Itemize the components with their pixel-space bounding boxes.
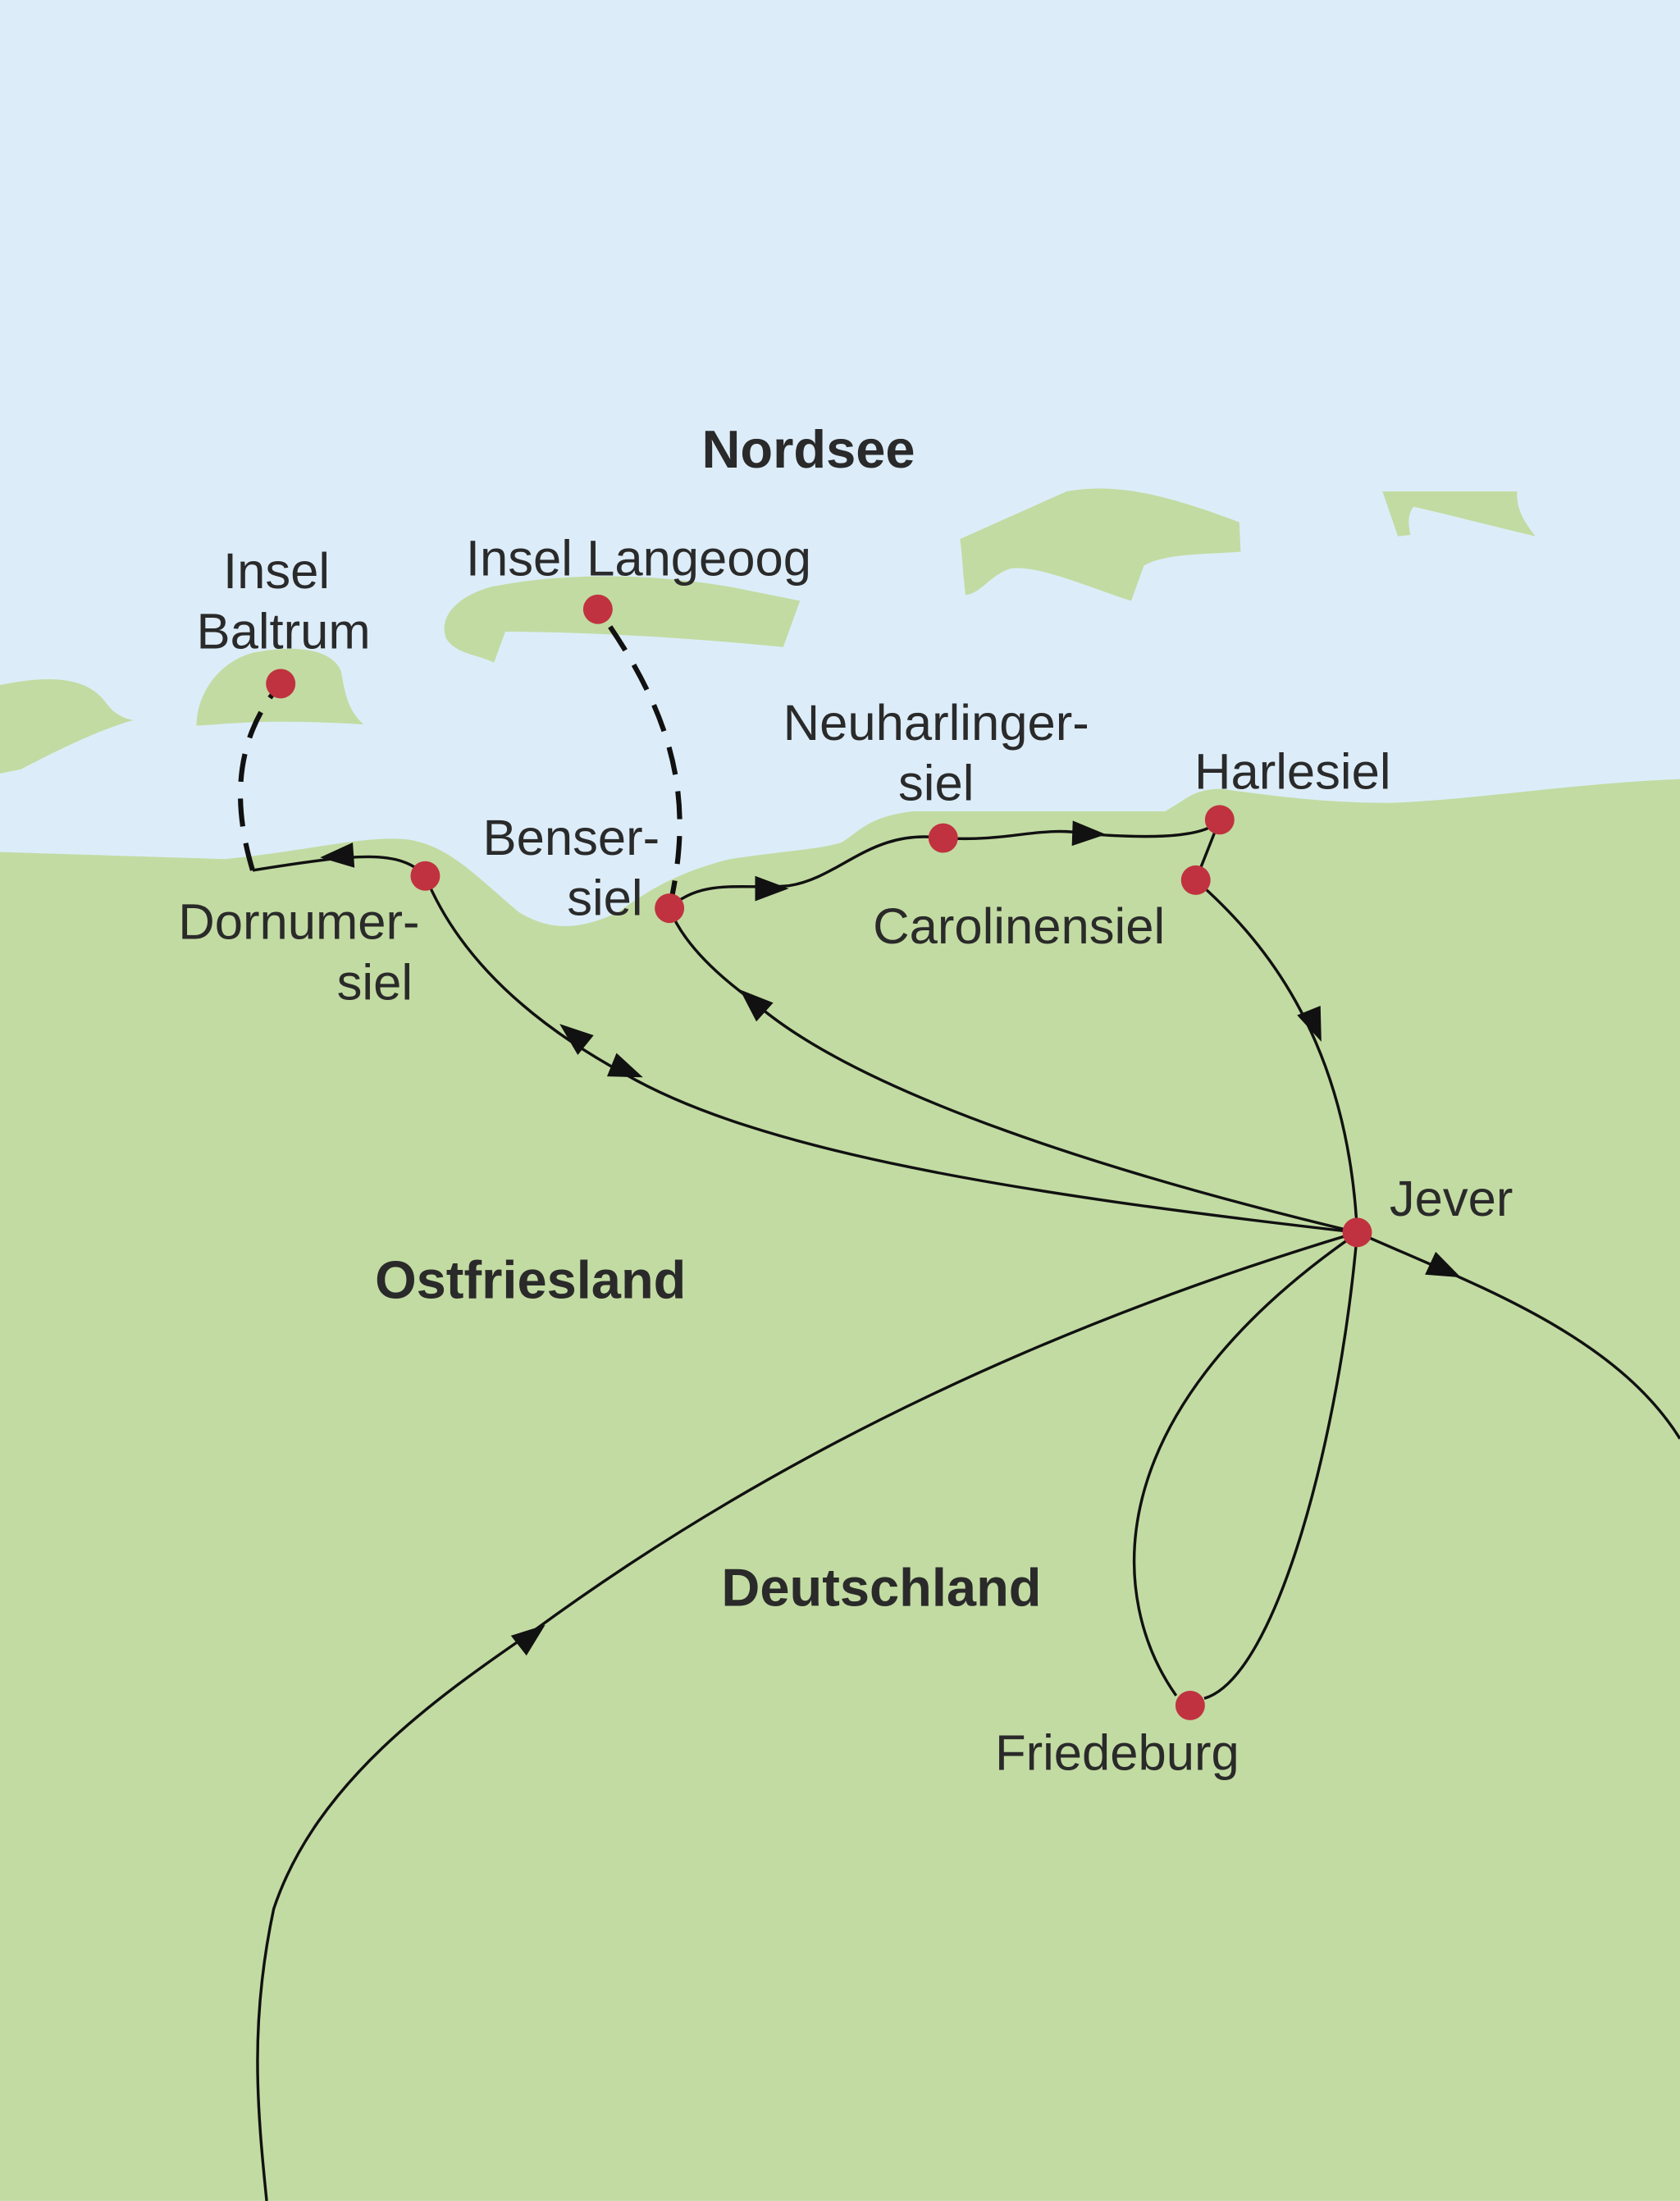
label-bensersiel-2: siel: [567, 870, 642, 927]
arrow-icon: [510, 1624, 546, 1656]
label-carolinensiel: Carolinensiel: [873, 898, 1165, 955]
route-friedeburg-jever: [1132, 1236, 1351, 1696]
route-carolinensiel-jever: [1194, 879, 1359, 1233]
label-baltrum-1: Insel: [223, 543, 330, 600]
arrow-icon: [739, 989, 774, 1022]
label-neuharlingersiel-1: Neuharlinger-: [783, 695, 1089, 751]
stop-friedeburg[interactable]: [1175, 1690, 1205, 1720]
stop-carolinensiel[interactable]: [1180, 865, 1211, 895]
label-jever: Jever: [1390, 1171, 1513, 1227]
route-jever-bensersiel: [668, 907, 1358, 1234]
stop-dornumersiel[interactable]: [410, 861, 441, 891]
label-dornumersiel-2: siel: [337, 954, 413, 1011]
label-harlesiel: Harlesiel: [1194, 744, 1391, 801]
route-jever-dornumersiel: [423, 875, 1358, 1235]
route-south-jever: [256, 1231, 1358, 2201]
island-wangerooge: [1382, 491, 1536, 537]
island-west: [0, 678, 134, 774]
island-spiekeroog: [960, 488, 1241, 601]
label-nordsee: Nordsee: [701, 419, 915, 479]
label-ostfriesland: Ostfriesland: [375, 1250, 686, 1310]
ferry-baltrum: [238, 682, 283, 871]
arrow-icon: [320, 842, 355, 868]
ferry-langeoog: [596, 607, 682, 909]
arrow-icon: [1425, 1251, 1461, 1278]
arrow-icon: [1297, 1006, 1322, 1042]
arrow-icon: [559, 1024, 594, 1055]
label-baltrum-2: Baltrum: [197, 604, 371, 660]
arrow-icon: [755, 875, 789, 902]
route-jever-friedeburg: [1203, 1232, 1359, 1701]
arrow-icon: [1071, 820, 1107, 847]
stop-bensersiel[interactable]: [655, 893, 685, 924]
label-neuharlingersiel-2: siel: [898, 755, 974, 811]
route-jever-east: [1356, 1231, 1680, 1440]
stop-langeoog[interactable]: [582, 594, 613, 624]
stop-jever[interactable]: [1342, 1217, 1372, 1248]
stop-harlesiel[interactable]: [1204, 805, 1235, 835]
stop-neuharlingersiel[interactable]: [928, 823, 958, 853]
route-bensersiel-neuharlingersiel: [668, 835, 943, 910]
label-dornumersiel-1: Dornumer-: [178, 894, 419, 951]
label-deutschland: Deutschland: [721, 1557, 1041, 1617]
island-langeoog: [444, 576, 801, 663]
label-friedeburg: Friedeburg: [995, 1725, 1239, 1782]
mainland: [0, 779, 1680, 2201]
stop-baltrum[interactable]: [266, 669, 296, 699]
label-langeoog: Insel Langeoog: [466, 531, 811, 587]
label-bensersiel-1: Benser-: [483, 810, 660, 866]
arrow-icon: [606, 1053, 643, 1078]
